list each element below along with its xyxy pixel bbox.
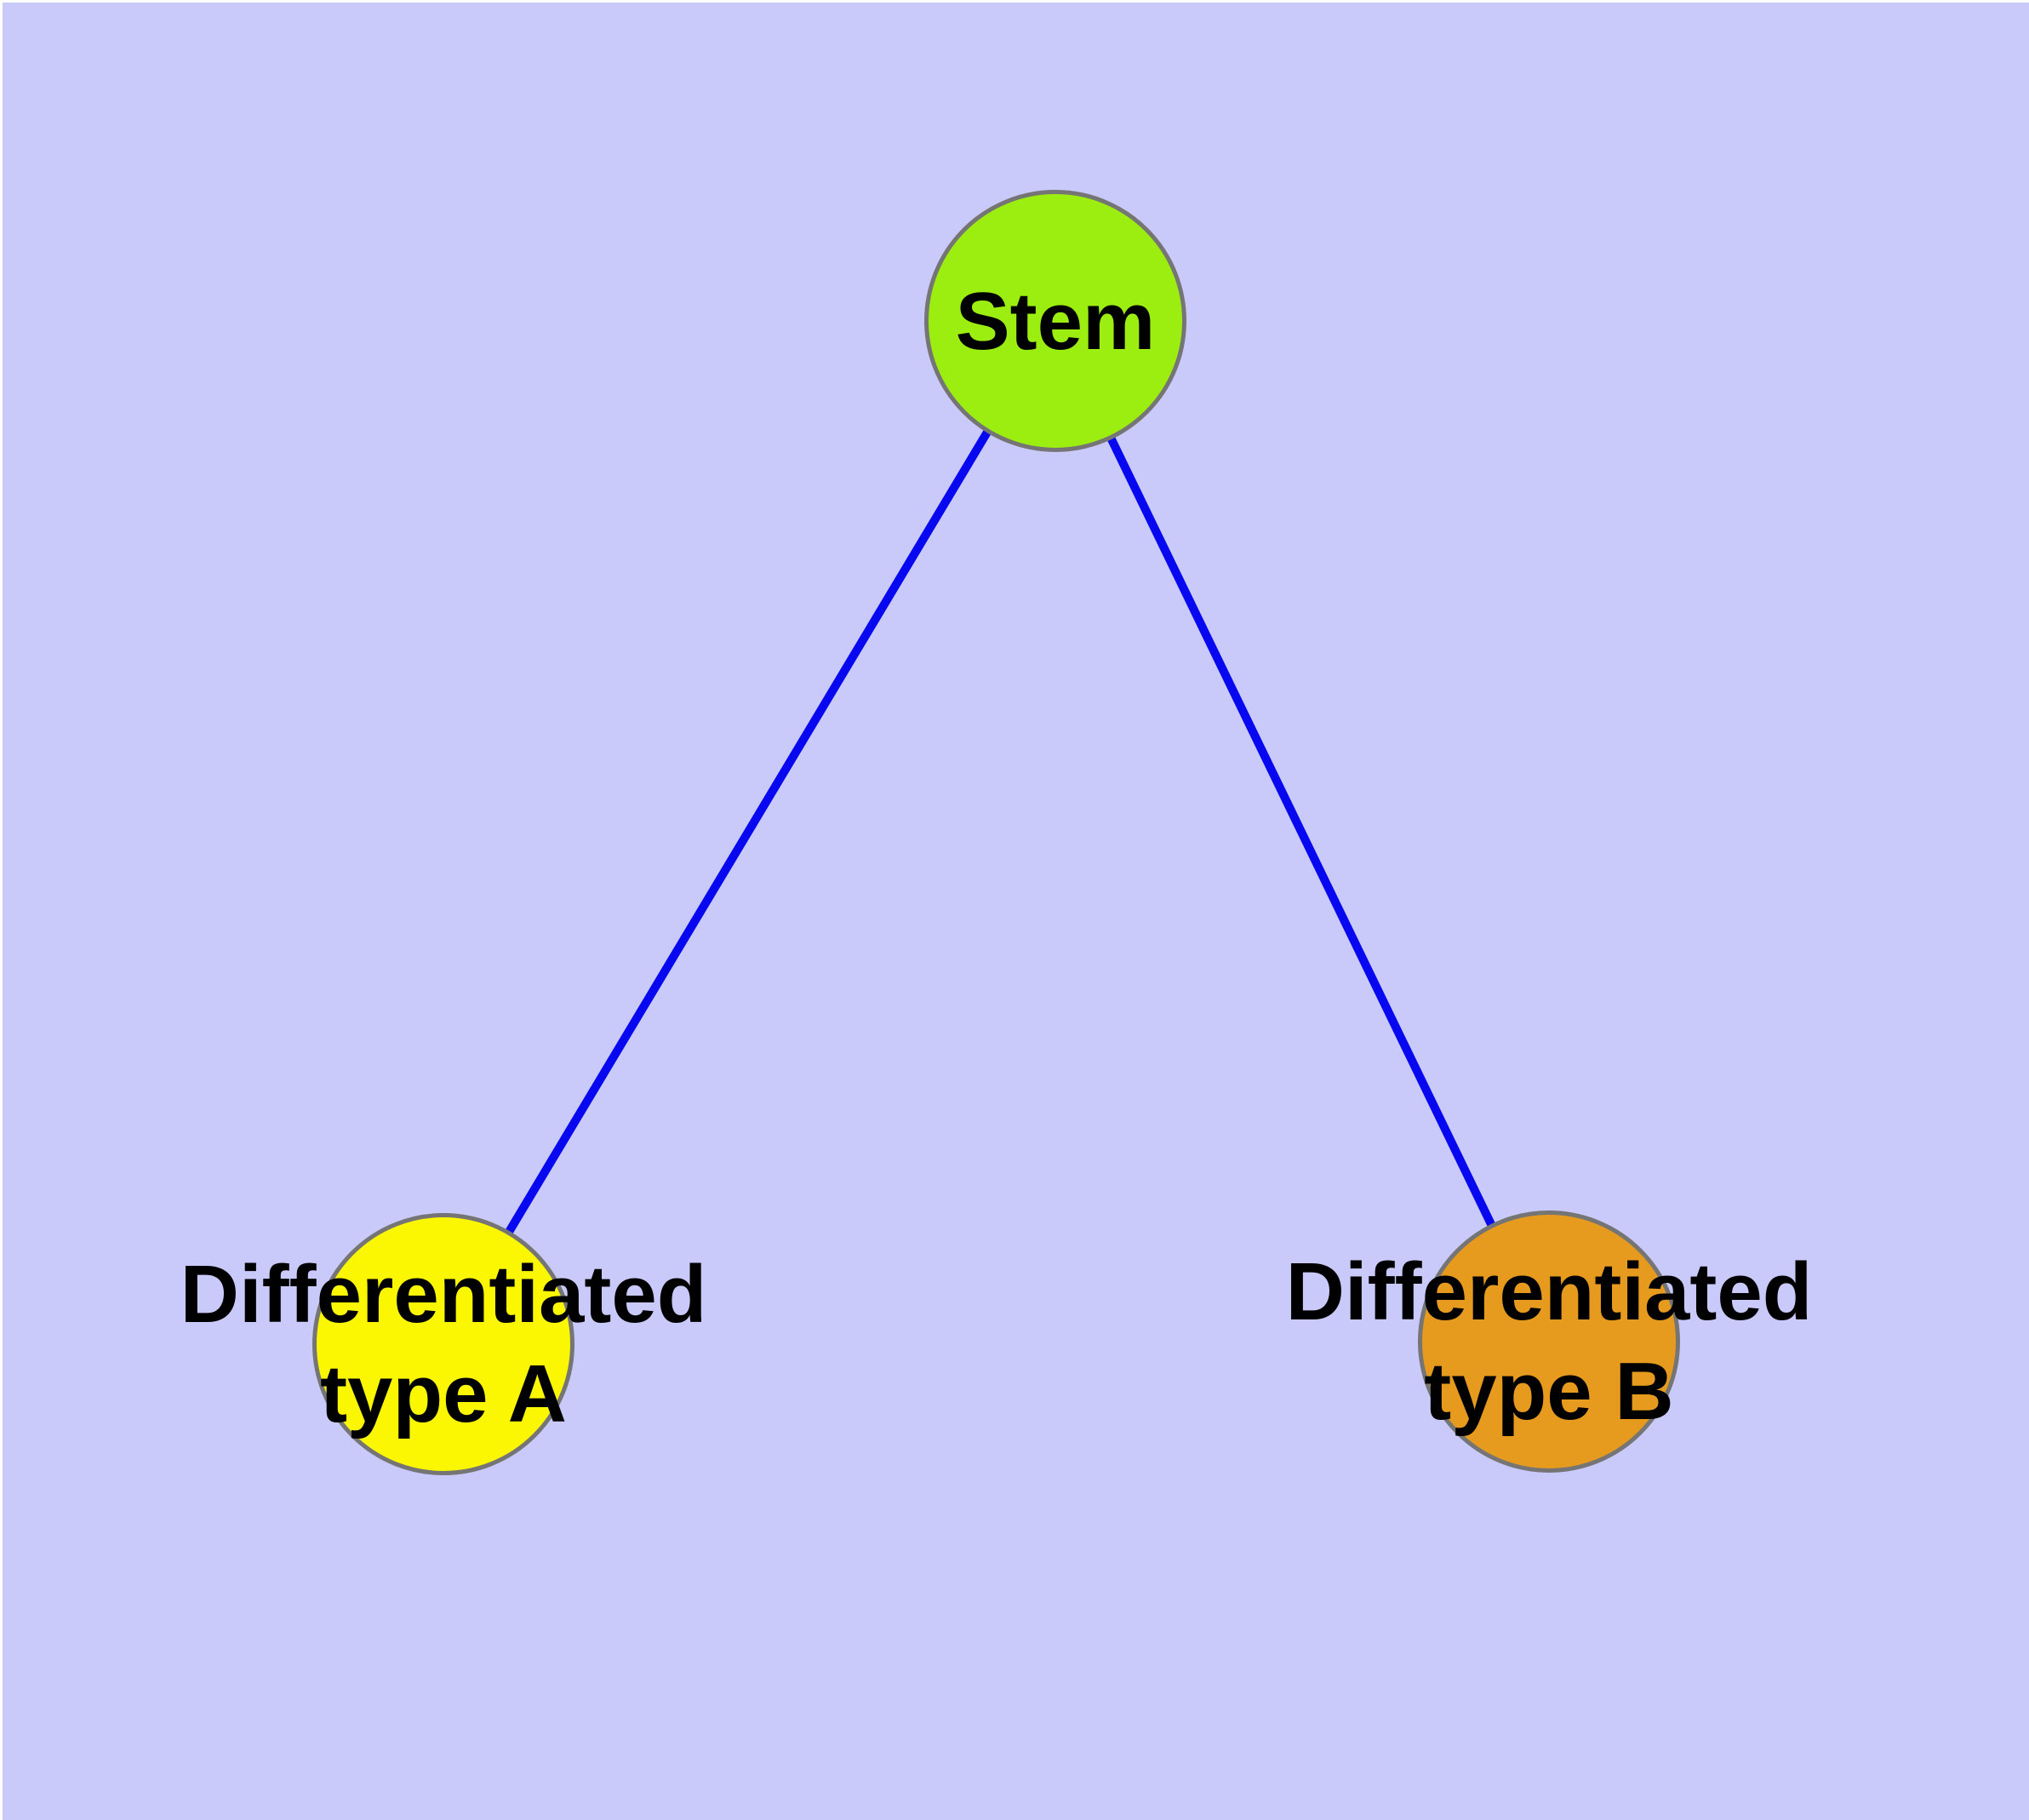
node-differentiated-type-a: Differentiated type A (180, 1213, 706, 1475)
edge-stem-to-typeB (1049, 318, 1552, 1342)
edge-stem-to-typeA (439, 318, 1058, 1345)
edge-layer (439, 318, 1552, 1345)
node-stem-label: Stem (955, 275, 1156, 367)
node-differentiated-type-b: Differentiated type B (1286, 1210, 1812, 1473)
node-stem: Stem (924, 190, 1186, 452)
